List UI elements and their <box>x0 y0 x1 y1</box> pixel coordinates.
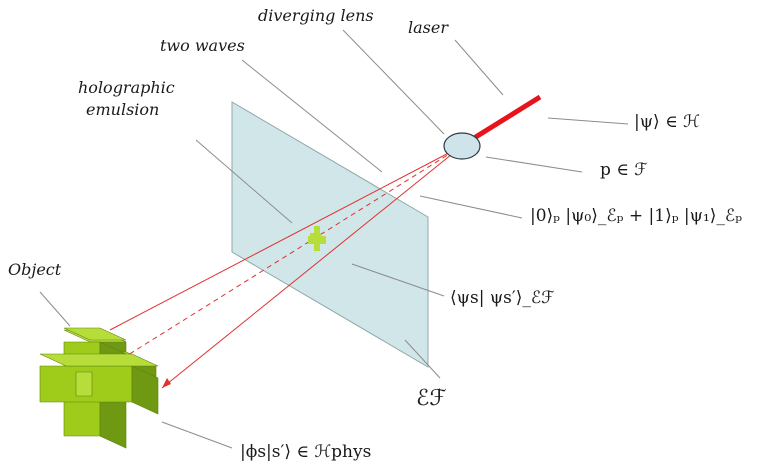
math-overlap: ⟨ψs| ψs′⟩_ℰℱ <box>450 288 555 308</box>
leader-psi <box>547 117 629 125</box>
leader-emulsion <box>195 139 293 224</box>
leader-superposition <box>419 195 523 219</box>
hologram-image <box>308 226 326 251</box>
math-environment: ℰℱ <box>416 386 447 411</box>
ray-arrowhead <box>162 378 171 388</box>
math-phi-state: |ϕs|s′⟩ ∈ ℋphys <box>240 442 372 462</box>
label-two-waves: two waves <box>160 36 245 55</box>
ray-upper <box>109 145 463 331</box>
leader-object <box>39 291 71 327</box>
leader-lens <box>342 29 445 135</box>
label-diverging-lens: diverging lens <box>258 6 374 25</box>
label-object: Object <box>8 260 62 279</box>
holographic-plate <box>231 101 429 368</box>
ray-dashed <box>119 145 463 361</box>
diverging-lens <box>443 132 481 160</box>
label-laser: laser <box>408 18 448 37</box>
label-emulsion: emulsion <box>86 100 160 119</box>
leader-overlap <box>351 263 445 297</box>
math-superposition: |0⟩ₚ |ψ₀⟩_ℰₚ + |1⟩ₚ |ψ₁⟩_ℰₚ <box>530 206 743 226</box>
leader-p <box>485 156 583 173</box>
label-holographic: holographic <box>78 78 175 97</box>
leader-environment <box>404 339 441 379</box>
leader-laser <box>454 39 504 96</box>
leader-two-waves <box>241 59 383 173</box>
math-psi-state: |ψ⟩ ∈ ℋ <box>634 112 700 132</box>
math-p-in-F: p ∈ ℱ <box>600 160 648 180</box>
leader-phi <box>161 421 233 449</box>
object-3d-cross <box>39 327 159 449</box>
light-rays <box>109 145 463 389</box>
ray-lower <box>161 145 463 389</box>
leader-lines <box>39 29 629 449</box>
